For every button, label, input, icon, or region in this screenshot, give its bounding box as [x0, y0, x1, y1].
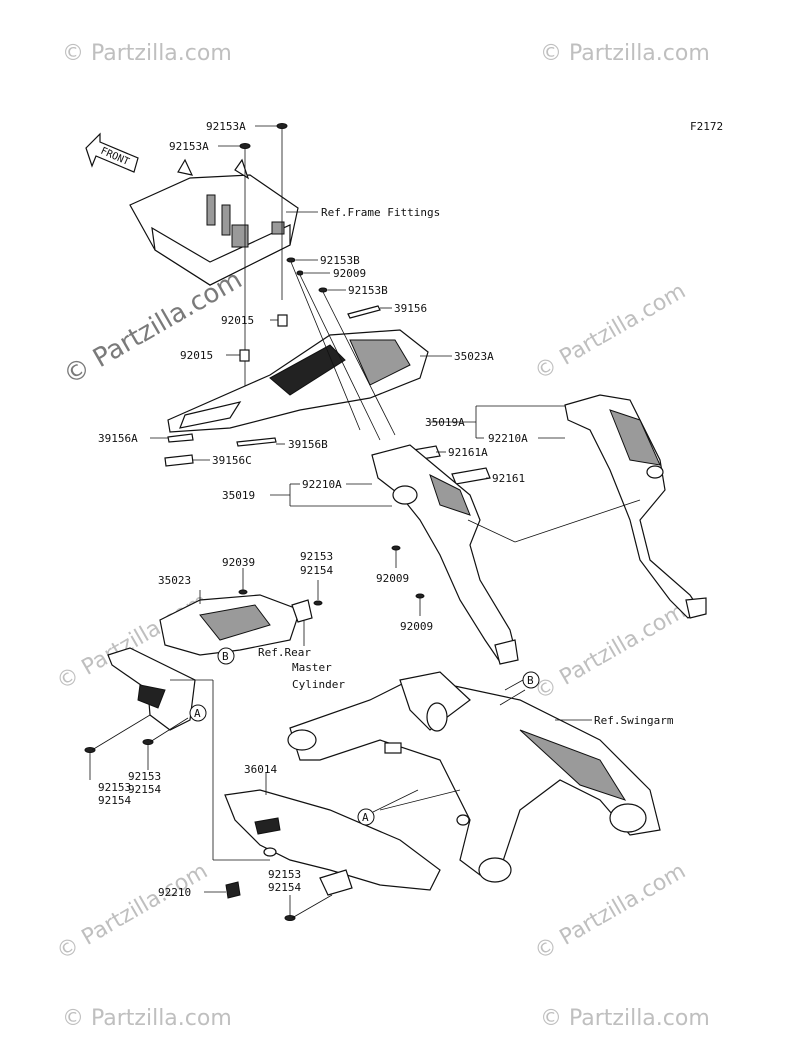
label-92153A-top: 92153A	[206, 120, 246, 133]
label-92161A: 92161A	[448, 446, 488, 459]
label-92015-1: 92015	[221, 314, 254, 327]
watermark-bottom-left: © Partzilla.com	[53, 859, 213, 966]
heel-guard-bracket	[107, 647, 196, 731]
label-92153A-left: 92153A	[169, 140, 209, 153]
label-35023A: 35023A	[454, 350, 494, 363]
tape-39156A	[167, 433, 194, 443]
watermark-footer-right: © Partzilla.com	[540, 1006, 710, 1031]
screw-92153B-1	[286, 257, 296, 263]
label-92210A-1: 92210A	[488, 432, 528, 445]
label-36014: 36014	[244, 763, 277, 776]
marker-A-lower: A	[357, 808, 375, 826]
screw-92009-2	[391, 545, 401, 551]
marker-B-left: B	[217, 647, 235, 665]
pad-92161	[451, 467, 491, 485]
rear-frame-35019	[371, 444, 519, 665]
rear-fender-35023A	[167, 329, 429, 433]
cover-bracket	[319, 869, 353, 896]
marker-B-right: B	[522, 671, 540, 689]
bolt-92153-92154-bottom	[284, 915, 296, 921]
bolt-92153-92154-left-1	[84, 747, 96, 753]
label-92153-4: 92153	[268, 868, 301, 881]
label-92154-3: 92154	[128, 783, 161, 796]
fender-cover-35023	[159, 594, 313, 656]
watermark-bottom-right: © Partzilla.com	[531, 859, 691, 966]
watermark-top-left: © Partzilla.com	[62, 41, 232, 66]
tape-39156B	[236, 437, 277, 447]
label-39156A: 39156A	[98, 432, 138, 445]
label-92154-2: 92154	[98, 794, 131, 807]
label-ref-swingarm: Ref.Swingarm	[594, 714, 674, 727]
label-39156B: 39156B	[288, 438, 328, 451]
screw-92009-3	[415, 593, 425, 599]
bolt-92153-92154-left-2	[142, 739, 154, 745]
label-92009-2: 92009	[376, 572, 409, 585]
label-92210: 92210	[158, 886, 191, 899]
svg-text:A: A	[362, 811, 369, 824]
label-35023: 35023	[158, 574, 191, 587]
label-92039: 92039	[222, 556, 255, 569]
watermark-center: © Partzilla.com	[59, 265, 248, 391]
label-92154-1: 92154	[300, 564, 333, 577]
collar-92015-left	[239, 349, 250, 362]
label-92015-2: 92015	[180, 349, 213, 362]
label-39156C: 39156C	[212, 454, 252, 467]
svg-text:B: B	[527, 674, 534, 687]
rear-frame-35019A	[564, 394, 707, 619]
watermark-footer-left: © Partzilla.com	[62, 1006, 232, 1031]
label-92154-4: 92154	[268, 881, 301, 894]
label-92210A-2: 92210A	[302, 478, 342, 491]
label-ref-rear-3: Cylinder	[292, 678, 345, 691]
label-92009-1: 92009	[333, 267, 366, 280]
diagram-code: F2172	[690, 120, 723, 133]
label-92153-1: 92153	[300, 550, 333, 563]
chain-cover-36014	[224, 789, 470, 891]
label-92153-3: 92153	[128, 770, 161, 783]
battery-case-part	[129, 158, 299, 286]
screw-92009-1	[296, 270, 304, 276]
label-35019A: 35019A	[425, 416, 465, 429]
watermark-mid-right: © Partzilla.com	[531, 279, 691, 386]
label-92161: 92161	[492, 472, 525, 485]
callout-labels: 92153A 92153A Ref.Frame Fittings 92153B …	[98, 120, 674, 899]
watermark-top-right: © Partzilla.com	[540, 41, 710, 66]
tape-39156	[347, 305, 381, 319]
grommet-92039	[238, 589, 248, 595]
nut-92210	[225, 881, 241, 899]
tape-39156C	[164, 454, 194, 467]
svg-text:B: B	[222, 650, 229, 663]
front-direction-arrow: FRONT	[85, 132, 139, 173]
bolt-92153A-top	[276, 123, 288, 300]
label-92009-3: 92009	[400, 620, 433, 633]
bolt-92153-92154-upper	[313, 600, 323, 606]
label-ref-frame-fittings: Ref.Frame Fittings	[321, 206, 440, 219]
watermark-lower-right: © Partzilla.com	[531, 599, 691, 706]
label-ref-rear-2: Master	[292, 661, 332, 674]
label-92153B-2: 92153B	[348, 284, 388, 297]
svg-text:A: A	[194, 707, 201, 720]
screw-92153B-2	[318, 287, 328, 293]
label-35019: 35019	[222, 489, 255, 502]
collar-92015-right	[277, 314, 288, 327]
label-92153-2: 92153	[98, 781, 131, 794]
label-ref-rear-1: Ref.Rear	[258, 646, 311, 659]
marker-A-upper: A	[189, 704, 207, 722]
swingarm-part	[287, 671, 661, 883]
label-92153B-1: 92153B	[320, 254, 360, 267]
label-39156: 39156	[394, 302, 427, 315]
